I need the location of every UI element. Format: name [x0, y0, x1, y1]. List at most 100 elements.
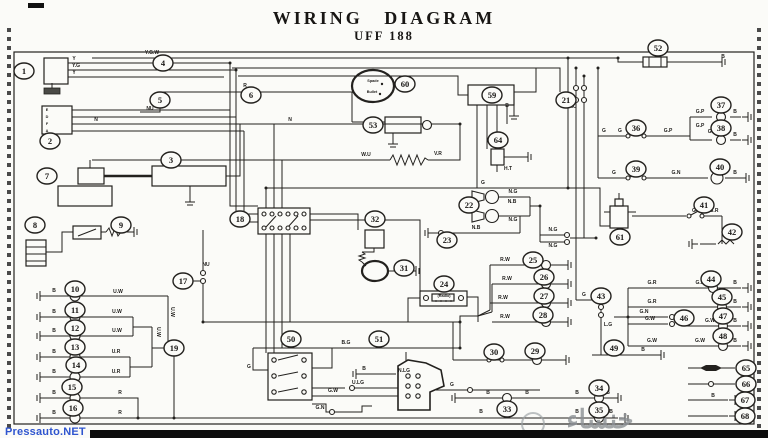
- page-title: WIRING DIAGRAM: [272, 8, 496, 28]
- wire: [266, 187, 610, 227]
- wire: [238, 75, 468, 96]
- component-number: 68: [741, 411, 750, 421]
- wire-label: U.W: [169, 307, 175, 317]
- wire-label: B: [362, 366, 366, 372]
- wire: [459, 309, 491, 322]
- wire: [77, 228, 97, 237]
- wire-label: G.W: [705, 318, 715, 324]
- wire-label: G.R: [648, 280, 657, 286]
- component-number: 24: [440, 279, 449, 289]
- wire-label: NU: [202, 262, 210, 268]
- connector-icon: [625, 133, 631, 139]
- component-number-circle: [700, 270, 722, 288]
- component-number-circle: [64, 319, 86, 337]
- wire-label: U.W: [112, 309, 122, 315]
- component-number-circle: [39, 132, 61, 150]
- component-number: 42: [728, 227, 737, 237]
- wire: [226, 124, 241, 177]
- wire-label: A: [46, 129, 49, 133]
- component-shape: [397, 359, 445, 411]
- component-number-circle: [362, 116, 384, 134]
- component-number-circle: [24, 216, 46, 234]
- component-number-circle: [280, 330, 302, 348]
- component-number: 65: [742, 363, 751, 373]
- component-box: [72, 225, 102, 240]
- connector-icon: [301, 373, 307, 379]
- page-subtitle: UFF 188: [354, 29, 414, 43]
- component-box: [151, 165, 227, 187]
- component-number: 60: [401, 79, 410, 89]
- component-number: 12: [71, 323, 80, 333]
- wire-label: Y: [72, 56, 76, 62]
- wire-label: B: [52, 328, 56, 334]
- connector-icon: [199, 277, 207, 285]
- wire: [717, 239, 735, 245]
- wire: [477, 311, 493, 317]
- component-number-circle: [160, 151, 182, 169]
- wire-label: Bullet: [367, 90, 378, 94]
- junction-dot: [440, 300, 442, 302]
- component-number: 8: [33, 220, 37, 230]
- component-number-circle: [603, 339, 625, 357]
- wire-label: B: [505, 103, 509, 109]
- wire-label: (Radio): [437, 294, 451, 298]
- junction-dot: [172, 416, 176, 420]
- connector-icon: [563, 238, 571, 246]
- component-number-circle: [394, 75, 416, 93]
- wire-label: U.LG: [352, 380, 364, 386]
- component-number-circle: [61, 378, 83, 396]
- wire-label: B: [52, 410, 56, 416]
- bottom-black-bar: [90, 430, 768, 438]
- left-perforation-strip: [7, 28, 11, 430]
- component-number: 32: [371, 214, 380, 224]
- component-number-circle: [709, 158, 731, 176]
- wire-label: B: [733, 109, 737, 115]
- component-number: 15: [68, 382, 77, 392]
- component-box: [467, 84, 515, 106]
- component-number-circle: [65, 356, 87, 374]
- component-number: 13: [71, 342, 80, 352]
- wire: [357, 251, 367, 263]
- connector-icon: [641, 133, 647, 139]
- junction-dot: [626, 315, 630, 319]
- wire-label: G.P: [696, 109, 705, 115]
- junction-dot: [445, 300, 447, 302]
- component-box: [77, 167, 105, 185]
- component-box: [267, 352, 313, 401]
- component-number-circle: [609, 228, 631, 246]
- component-number-circle: [533, 268, 555, 286]
- connector-icon: [699, 213, 705, 219]
- component-number: 5: [158, 95, 162, 105]
- wire: [407, 297, 420, 322]
- wire: [229, 63, 258, 207]
- connector-icon: [405, 393, 411, 399]
- component-number-circle: [710, 96, 732, 114]
- component-number: 35: [595, 405, 604, 415]
- component-number: 1: [22, 66, 26, 76]
- connector-icon: [277, 211, 283, 217]
- connector-icon: [466, 386, 474, 394]
- component-number: 30: [490, 347, 499, 357]
- wire-label: N: [288, 117, 292, 123]
- junction-dot: [458, 346, 462, 350]
- wire-label: N.G: [549, 227, 558, 233]
- junction-dot: [378, 92, 382, 96]
- connector-icon: [405, 373, 411, 379]
- wire: [243, 131, 258, 223]
- component-box: [257, 207, 311, 235]
- component-number: 19: [170, 343, 179, 353]
- component-number: 41: [700, 200, 709, 210]
- wire-label: G: [450, 382, 454, 388]
- component-number: 9: [119, 220, 123, 230]
- wire-label: B: [733, 318, 737, 324]
- wire-label: G: [692, 208, 696, 214]
- component-number-circle: [229, 210, 251, 228]
- component-box: [614, 198, 624, 207]
- connector-icon: [271, 373, 277, 379]
- connector-icon: [293, 225, 299, 231]
- component-number: 67: [741, 395, 750, 405]
- component-number-circle: [625, 160, 647, 178]
- component-number-circle: [712, 327, 734, 345]
- junction-dot: [616, 56, 620, 60]
- connector-icon: [261, 225, 267, 231]
